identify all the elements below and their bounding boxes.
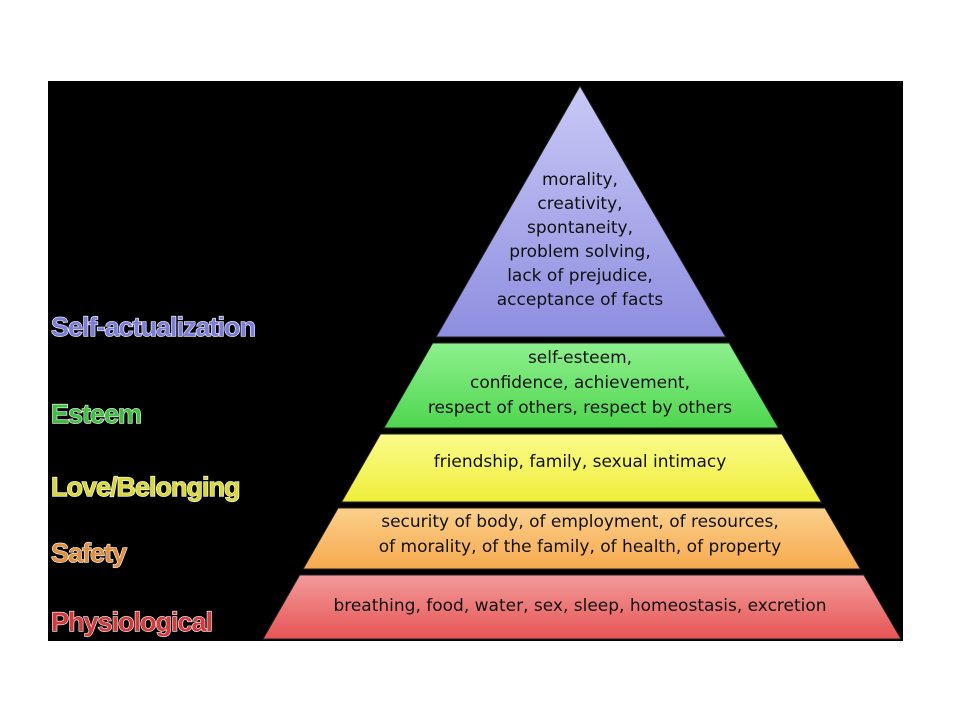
band-text-self-actualization: morality, bbox=[542, 170, 618, 190]
band-text-self-actualization: problem solving, bbox=[509, 242, 650, 262]
pyramid-band-physiological bbox=[262, 574, 902, 640]
band-text-esteem: respect of others, respect by others bbox=[428, 398, 732, 418]
pyramid-band-self-actualization bbox=[435, 84, 727, 338]
pyramid-band-safety bbox=[302, 507, 862, 570]
band-text-self-actualization: spontaneity, bbox=[527, 218, 633, 238]
band-text-self-actualization: lack of prejudice, bbox=[507, 266, 653, 286]
level-label-love-belonging: Love/Belonging bbox=[51, 472, 240, 502]
pyramid-band-love-belonging bbox=[340, 433, 823, 503]
band-text-self-actualization: acceptance of facts bbox=[497, 290, 664, 310]
level-label-esteem: Esteem bbox=[51, 399, 141, 429]
band-text-self-actualization: creativity, bbox=[537, 194, 622, 214]
level-label-self-actualization: Self-actualization bbox=[51, 312, 255, 342]
band-text-safety: of morality, of the family, of health, o… bbox=[379, 537, 781, 557]
band-text-esteem: confidence, achievement, bbox=[470, 373, 690, 393]
band-text-physiological: breathing, food, water, sex, sleep, home… bbox=[333, 596, 826, 616]
pyramid-band-esteem bbox=[383, 342, 780, 429]
band-text-love-belonging: friendship, family, sexual intimacy bbox=[434, 452, 727, 472]
diagram-canvas: morality, creativity, spontaneity, problem … bbox=[48, 81, 903, 641]
level-label-physiological: Physiological bbox=[51, 607, 212, 637]
level-label-safety: Safety bbox=[51, 538, 127, 568]
band-text-esteem: self-esteem, bbox=[528, 348, 632, 368]
pyramid-diagram: morality, creativity, spontaneity, problem … bbox=[50, 84, 902, 640]
band-text-safety: security of body, of employment, of reso… bbox=[381, 512, 779, 532]
